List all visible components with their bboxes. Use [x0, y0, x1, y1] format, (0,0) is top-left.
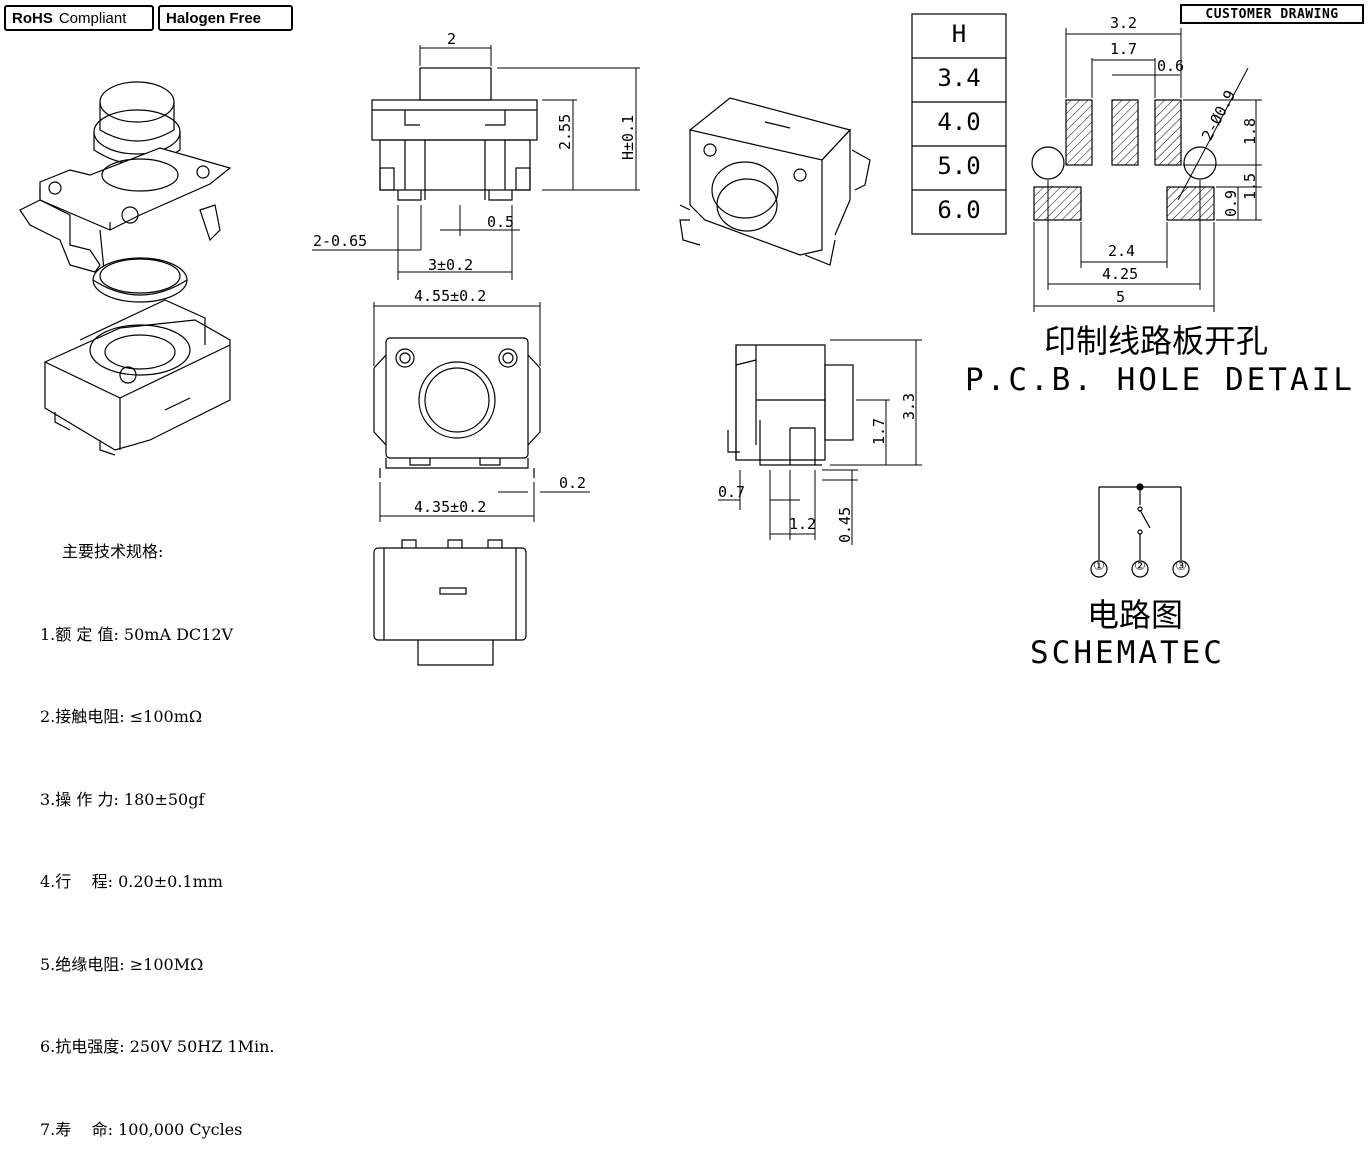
- spec-item: 5.绝缘电阻: ≥100MΩ: [40, 954, 204, 974]
- halogen-free-badge: Halogen Free: [158, 5, 293, 31]
- spec-item: 4.行 程: 0.20±0.1mm: [40, 872, 223, 891]
- pin-1-label: ①: [1093, 559, 1105, 574]
- height-row-3: 5.0: [937, 152, 981, 180]
- front-lead-width: 2-0.65: [313, 232, 368, 250]
- spec-item: 1.额 定 值: 50mA DC12V: [40, 624, 234, 644]
- customer-drawing-label: CUSTOMER DRAWING: [1180, 4, 1364, 24]
- pin-2-label: ②: [1134, 559, 1146, 574]
- rohs-label: RoHS: [12, 9, 53, 27]
- pcb-dim-1-8: 1.8: [1241, 117, 1259, 145]
- pcb-dim-5: 5: [1116, 288, 1126, 306]
- specifications: 主要技术规格: 1.额 定 值: 50mA DC12V 2.接触电阻: ≤100…: [40, 483, 275, 1171]
- technical-drawing: [19, 13, 1262, 666]
- pcb-title-cn: 印制线路板开孔: [1044, 322, 1269, 360]
- spec-item: 6.抗电强度: 250V 50HZ 1Min.: [40, 1037, 275, 1056]
- height-row-2: 4.0: [937, 108, 981, 136]
- height-table-header: H: [951, 20, 967, 48]
- side-foot-height: 0.45: [836, 506, 854, 543]
- front-pin-span: 3±0.2: [428, 256, 474, 274]
- side-height-total: 3.3: [900, 392, 918, 420]
- side-view: [718, 339, 922, 545]
- top-view: [373, 302, 590, 522]
- spec-item: 2.接触电阻: ≤100mΩ: [40, 707, 203, 726]
- assembled-view: [679, 97, 871, 266]
- side-height-mid: 1.7: [870, 417, 888, 445]
- front-view: [312, 45, 640, 280]
- pcb-dim-0-9: 0.9: [1222, 189, 1240, 217]
- pcb-title-en: P.C.B. HOLE DETAIL: [965, 362, 1355, 398]
- pcb-dim-1-5: 1.5: [1241, 172, 1259, 200]
- front-pin-gap: 0.5: [487, 213, 515, 231]
- pin-3-label: ③: [1175, 559, 1187, 574]
- top-lead: 0.2: [559, 474, 587, 492]
- pcb-dim-2-4: 2.4: [1108, 242, 1136, 260]
- side-pin-width: 1.2: [789, 515, 817, 533]
- schematic: [1090, 483, 1190, 578]
- height-table: [911, 13, 1007, 235]
- pcb-dim-1-7: 1.7: [1110, 40, 1138, 58]
- side-lead-length: 0.7: [718, 483, 746, 501]
- compliant-label: Compliant: [58, 9, 127, 27]
- top-width-bottom: 4.35±0.2: [414, 498, 487, 516]
- front-top-width: 2: [447, 30, 457, 48]
- schematic-title-cn: 电路图: [1087, 596, 1184, 634]
- specs-title: 主要技术规格:: [62, 542, 164, 561]
- bottom-view: [373, 539, 527, 666]
- front-total-height: H±0.1: [619, 114, 637, 160]
- pcb-dim-0-6: 0.6: [1157, 57, 1185, 75]
- pcb-hole-detail: [1031, 28, 1262, 312]
- spec-item: 3.操 作 力: 180±50gf: [40, 789, 205, 809]
- spec-item: 7.寿 命: 100,000 Cycles: [40, 1119, 243, 1139]
- halogen-free-label: Halogen Free: [166, 9, 262, 27]
- front-body-height: 2.55: [556, 113, 574, 150]
- schematic-title-en: SCHEMATEC: [1030, 635, 1225, 671]
- top-width-top: 4.55±0.2: [414, 287, 487, 305]
- pcb-dim-3-2: 3.2: [1110, 14, 1138, 32]
- height-row-4: 6.0: [937, 196, 981, 224]
- rohs-badge: RoHS Compliant: [4, 5, 154, 31]
- exploded-view: [19, 81, 232, 456]
- pcb-dim-4-25: 4.25: [1102, 265, 1139, 283]
- height-row-1: 3.4: [937, 64, 981, 92]
